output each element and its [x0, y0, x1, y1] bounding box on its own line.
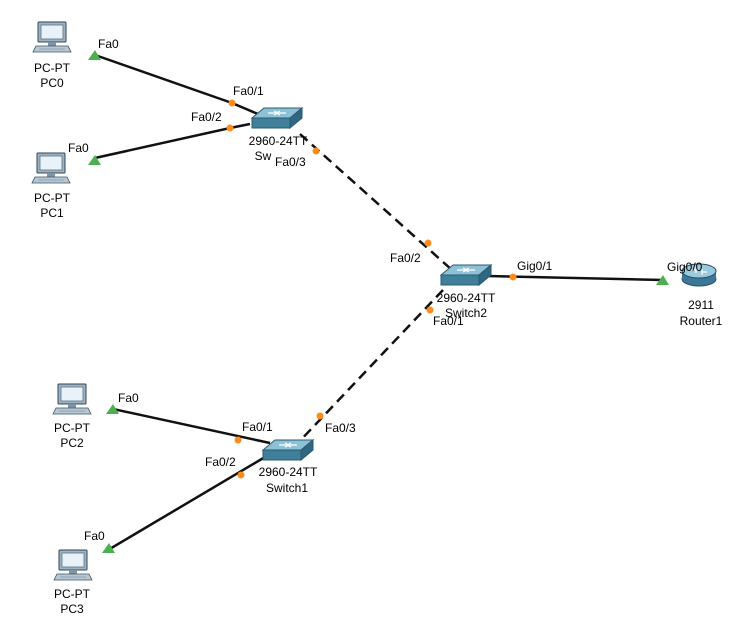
link-pc1-sw[interactable]: [94, 126, 231, 160]
port-label-swtop-fa02: Fa0/2: [191, 110, 222, 124]
port-label-router-gig00: Gig0/0: [667, 260, 703, 274]
switch1-name-label: Switch1: [266, 481, 308, 495]
port-sw2-fa02-indicator: [424, 239, 432, 247]
port-label-swtop-fa01: Fa0/1: [233, 84, 264, 98]
port-pc2-fa0-indicator: [106, 404, 119, 414]
link-pc3-switch1[interactable]: [107, 455, 266, 552]
port-sw1-fa02-indicator: [237, 471, 245, 479]
pc1-device-icon[interactable]: [31, 152, 71, 184]
port-sw2-fa01-indicator: [426, 306, 434, 314]
switch-top-name-label: Sw: [255, 149, 272, 163]
pc3-device-icon[interactable]: [53, 549, 93, 581]
pc3-model-label: PC-PT: [54, 587, 91, 601]
router1-model-label: 2911: [688, 298, 714, 312]
pc0-name-label: PC0: [40, 76, 64, 90]
port-swtop-fa01-indicator: [228, 99, 236, 107]
pc2-device-icon[interactable]: [52, 383, 92, 415]
pc3-name-label: PC3: [60, 602, 84, 616]
link-pc0-sw[interactable]: [94, 53, 233, 105]
pc0-model-label: PC-PT: [34, 61, 71, 75]
port-router-gig00-indicator: [656, 275, 669, 285]
port-label-pc1-fa0: Fa0: [68, 141, 89, 155]
port-pc3-fa0-indicator: [102, 543, 115, 553]
port-label-sw2-fa01: Fa0/1: [433, 314, 464, 328]
link-pc0-sw-end: [231, 101, 259, 116]
switch2-model-label: 2960-24TT: [437, 291, 496, 305]
link-switch2-switch1[interactable]: [295, 289, 444, 446]
pc0-device-icon[interactable]: [32, 21, 72, 53]
switch-top-device-icon[interactable]: [251, 107, 303, 129]
router1-name-label: Router1: [680, 314, 723, 328]
pc2-name-label: PC2: [60, 436, 84, 450]
port-label-sw1-fa03: Fa0/3: [325, 421, 356, 435]
switch1-device-icon[interactable]: [262, 439, 314, 461]
port-sw2-gig01-indicator: [509, 273, 517, 281]
pc2-model-label: PC-PT: [54, 421, 91, 435]
link-pc2-switch1[interactable]: [112, 407, 271, 445]
port-pc1-fa0-indicator: [88, 155, 101, 165]
port-label-pc3-fa0: Fa0: [84, 529, 105, 543]
port-label-swtop-fa03: Fa0/3: [275, 155, 306, 169]
port-label-sw2-fa02: Fa0/2: [390, 251, 421, 265]
switch-top-model-label: 2960-24TT: [249, 134, 308, 148]
port-swtop-fa03-indicator: [312, 147, 320, 155]
port-swtop-fa02-indicator: [226, 124, 234, 132]
switch2-name-label: Switch2: [445, 306, 487, 320]
port-sw1-fa03-indicator: [316, 412, 324, 420]
pc1-model-label: PC-PT: [34, 191, 71, 205]
port-label-sw2-gig01: Gig0/1: [517, 259, 553, 273]
port-sw1-fa01-indicator: [234, 436, 242, 444]
port-label-sw1-fa02: Fa0/2: [205, 455, 236, 469]
link-sw-switch2[interactable]: [299, 133, 453, 271]
pc1-name-label: PC1: [40, 206, 64, 220]
port-pc0-fa0-indicator: [88, 50, 101, 60]
switch1-model-label: 2960-24TT: [259, 465, 318, 479]
port-label-pc2-fa0: Fa0: [118, 391, 139, 405]
port-label-sw1-fa01: Fa0/1: [242, 420, 273, 434]
port-label-pc0-fa0: Fa0: [98, 37, 119, 51]
link-switch2-router1[interactable]: [487, 274, 664, 282]
